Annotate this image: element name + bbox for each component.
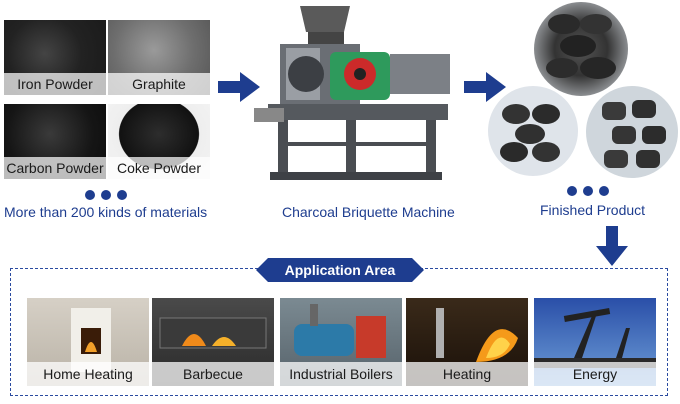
arrow-right-icon: [218, 72, 260, 102]
arrow-right-icon: [464, 72, 506, 102]
application-tile-industrial-boilers: Industrial Boilers: [280, 298, 402, 386]
product-image-oval-briquettes: [488, 86, 578, 176]
product-image-square-briquettes: [586, 86, 678, 178]
briquette-machine-image: [254, 6, 450, 180]
material-tile-iron-powder: Iron Powder: [4, 20, 106, 95]
more-dots: [567, 186, 609, 196]
application-area-title: Application Area: [256, 258, 424, 282]
application-tile-energy: Energy: [534, 298, 656, 386]
application-label: Energy: [534, 362, 656, 386]
product-caption: Finished Product: [540, 202, 646, 218]
material-tile-graphite: Graphite: [108, 20, 210, 95]
material-tile-carbon-powder: Carbon Powder: [4, 104, 106, 179]
application-label: Heating: [406, 362, 528, 386]
application-label: Barbecue: [152, 362, 274, 386]
materials-caption: More than 200 kinds of materials: [4, 204, 208, 220]
material-label: Carbon Powder: [4, 157, 106, 179]
material-tile-coke-powder: Coke Powder: [108, 104, 210, 179]
product-image-pillow-briquettes: [534, 2, 628, 96]
application-label: Industrial Boilers: [280, 362, 402, 386]
more-dots: [85, 190, 127, 200]
application-tile-barbecue: Barbecue: [152, 298, 274, 386]
application-label: Home Heating: [27, 362, 149, 386]
arrow-down-icon: [596, 226, 628, 266]
application-tile-heating: Heating: [406, 298, 528, 386]
material-label: Iron Powder: [4, 73, 106, 95]
material-label: Graphite: [108, 73, 210, 95]
material-label: Coke Powder: [108, 157, 210, 179]
application-tile-home-heating: Home Heating: [27, 298, 149, 386]
machine-caption: Charcoal Briquette Machine: [282, 204, 455, 220]
